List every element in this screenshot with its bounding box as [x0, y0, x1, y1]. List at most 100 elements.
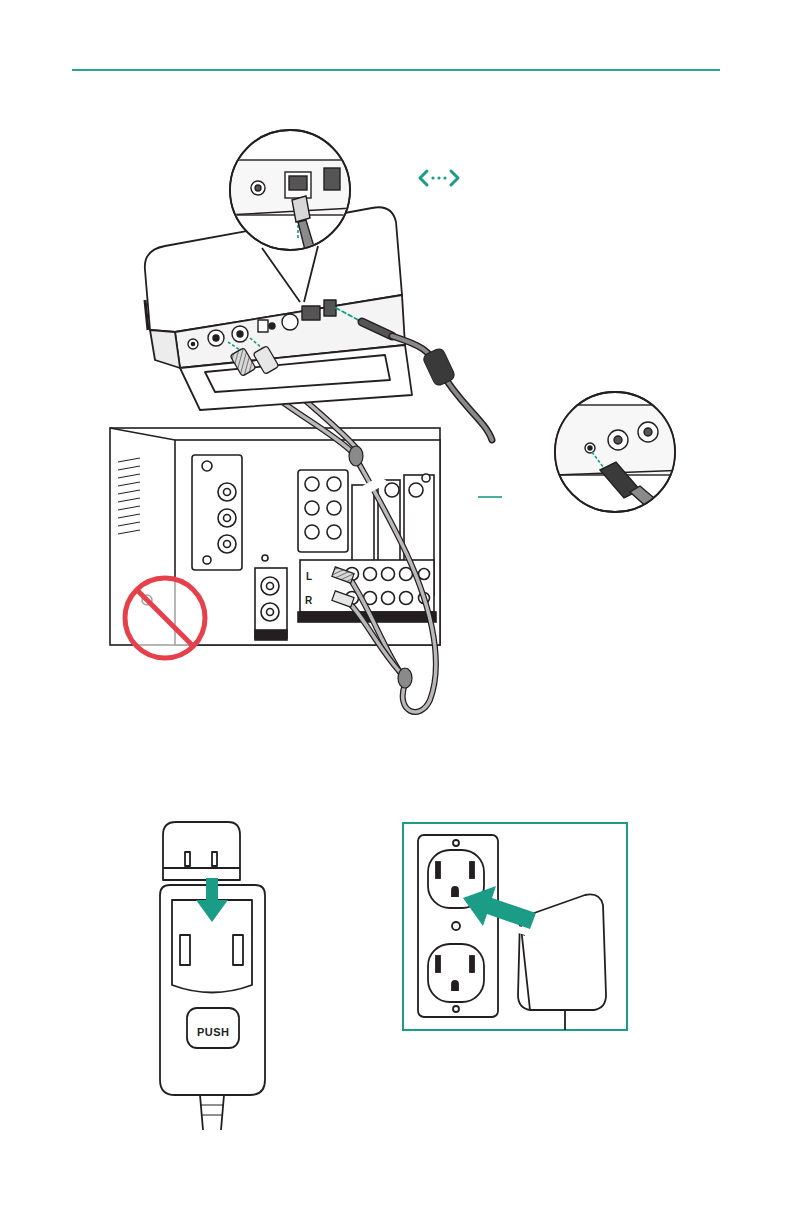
audio-cable	[352, 582, 400, 672]
receiver	[118, 466, 140, 470]
power-adapter	[163, 822, 240, 880]
power-cable	[392, 336, 492, 440]
outlet-panel	[453, 1006, 459, 1012]
magnifier	[225, 160, 355, 215]
magnifier	[285, 172, 311, 198]
leader-line	[478, 497, 502, 498]
audio-plug	[228, 342, 240, 350]
power-adapter	[160, 822, 265, 1130]
power-cable	[362, 322, 392, 336]
receiver	[224, 541, 231, 548]
receiver	[327, 525, 341, 539]
receiver	[224, 489, 231, 496]
network-icon	[443, 176, 446, 179]
network-icon	[420, 171, 427, 185]
receiver	[267, 583, 274, 590]
receiver	[218, 483, 236, 501]
dock	[282, 314, 298, 330]
power-adapter	[163, 867, 240, 869]
receiver	[110, 428, 440, 645]
header-rule	[72, 69, 720, 71]
audio-cable	[352, 606, 400, 672]
receiver	[118, 506, 140, 510]
dock	[269, 323, 275, 329]
direction-arrow	[463, 886, 536, 936]
dock	[237, 331, 243, 337]
outlet-panel	[428, 944, 484, 1002]
dock	[145, 300, 148, 330]
receiver	[262, 555, 268, 561]
power-adapter	[187, 1008, 239, 1048]
audio-cable	[352, 606, 400, 672]
outlet-panel	[452, 887, 458, 896]
dock	[302, 306, 320, 320]
power-adapter	[180, 935, 190, 965]
receiver	[118, 530, 140, 534]
magnifier	[588, 446, 592, 450]
magnifier	[614, 436, 622, 444]
button-label: PUSH	[197, 1026, 230, 1038]
receiver	[118, 458, 140, 534]
audio-plug	[250, 338, 262, 348]
receiver	[400, 592, 413, 605]
outlet-panel	[436, 862, 440, 878]
prohibited-sign	[125, 578, 205, 658]
jack-label: R	[305, 595, 312, 606]
audio-plug	[253, 346, 279, 375]
magnifier	[638, 422, 658, 442]
outlet-panel	[470, 862, 474, 878]
magnifier	[298, 220, 318, 262]
outlet-panel	[470, 956, 474, 972]
magnifier	[324, 168, 340, 190]
receiver	[382, 568, 395, 581]
receiver	[202, 461, 212, 471]
dock	[208, 330, 224, 346]
power-adapter	[172, 900, 252, 993]
magnifier	[251, 181, 265, 195]
receiver	[110, 428, 175, 440]
receiver	[255, 630, 287, 640]
audio-cable	[358, 462, 436, 712]
dock	[188, 339, 198, 349]
outlet-panel	[403, 823, 627, 1030]
receiver	[118, 474, 140, 478]
magnifier	[255, 185, 261, 191]
receiver	[305, 501, 319, 515]
magnifier	[555, 405, 690, 528]
magnifier	[585, 443, 595, 453]
receiver	[218, 535, 236, 553]
receiver	[261, 603, 279, 621]
network-icon	[451, 171, 458, 185]
magnifier	[262, 248, 300, 302]
power-adapter	[200, 1105, 224, 1115]
outlet-panel	[452, 922, 460, 930]
direction-arrow	[206, 878, 218, 900]
receiver	[385, 483, 399, 497]
receiver	[118, 490, 140, 494]
magnifier	[225, 208, 355, 215]
dock	[258, 320, 268, 332]
audio-plug	[228, 338, 279, 376]
receiver	[118, 522, 140, 526]
outlet-panel	[436, 956, 440, 972]
header-rule	[72, 70, 720, 71]
audio-cable	[352, 582, 400, 672]
outlet-panel	[564, 1010, 566, 1030]
direction-arrow	[508, 924, 532, 936]
magnifier	[230, 130, 350, 250]
audio-cable	[349, 446, 363, 466]
outlet-panel	[403, 823, 627, 1030]
magnifier	[608, 430, 628, 450]
magnifier	[555, 405, 685, 475]
power-adapter	[233, 935, 243, 965]
network-icon	[420, 171, 458, 185]
network-icon	[431, 176, 434, 179]
power-adapter	[200, 1095, 224, 1130]
outlet-panel	[418, 835, 498, 1017]
magnifier	[225, 130, 355, 302]
outlet-panel	[452, 981, 458, 990]
dock	[213, 335, 219, 341]
dock	[150, 330, 180, 368]
